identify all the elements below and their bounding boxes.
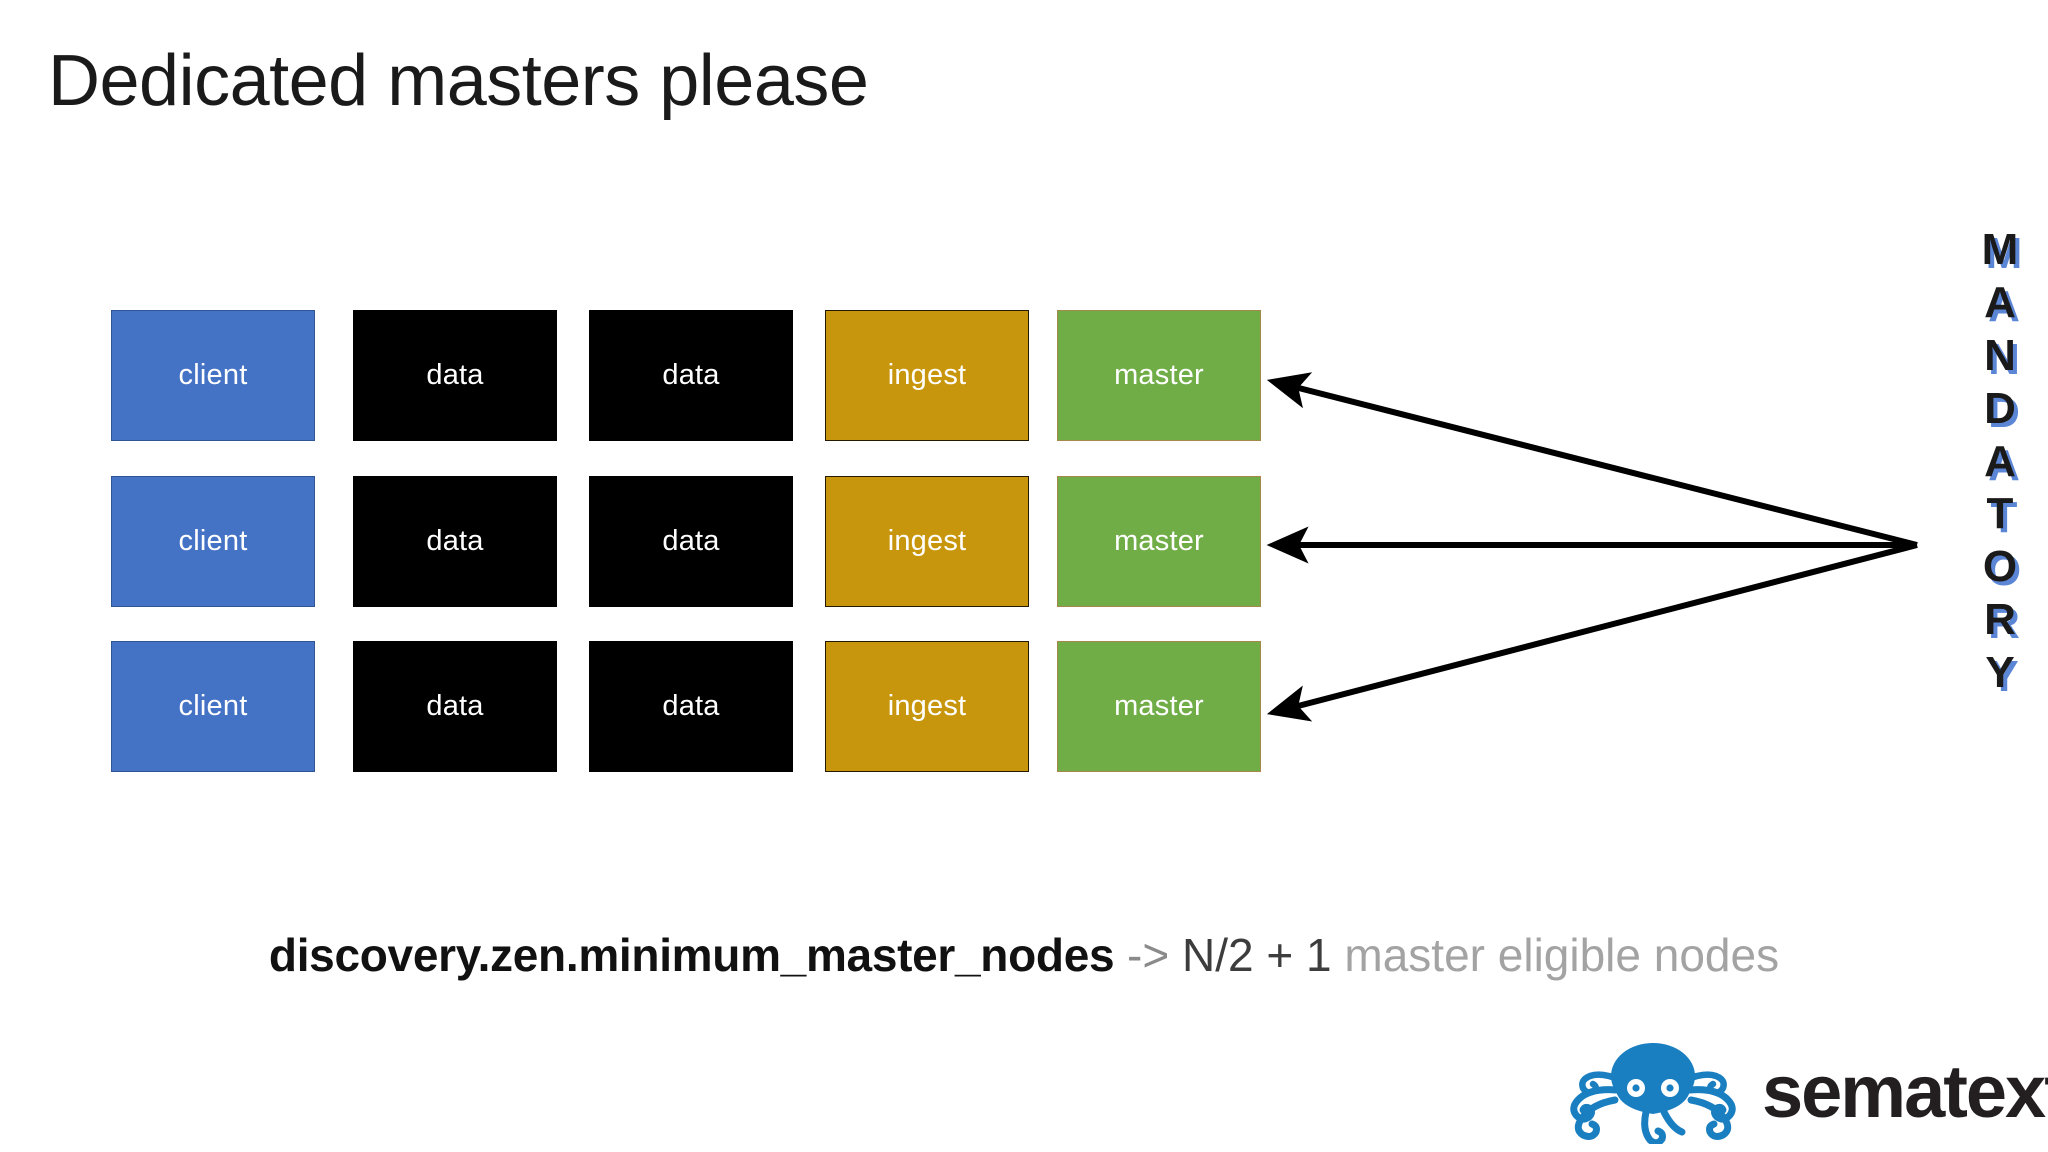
caption-formula: N/2 + 1 (1182, 929, 1332, 981)
mandatory-letter-5: T (1986, 489, 2014, 539)
node-client-row-3: client (111, 641, 315, 772)
node-ingest-row-2: ingest (825, 476, 1029, 607)
node-label: data (426, 690, 484, 722)
logo-wordmark: sematext (1762, 1050, 2048, 1133)
node-master-row-2: master (1057, 476, 1261, 607)
node-data-row-2-col-1: data (353, 476, 557, 607)
node-data-row-3-col-2: data (589, 641, 793, 772)
node-label: ingest (887, 359, 967, 391)
caption-setting: discovery.zen.minimum_master_nodes (268, 929, 1115, 981)
caption: discovery.zen.minimum_master_nodes -> N/… (0, 928, 2048, 983)
node-data-row-1-col-1: data (353, 310, 557, 441)
sematext-logo: sematext (1558, 1040, 2048, 1144)
mandatory-letter-8: Y (1985, 648, 2015, 697)
node-label: client (178, 525, 248, 557)
node-label: data (662, 525, 720, 557)
node-data-row-3-col-1: data (353, 641, 557, 772)
node-client-row-1: client (111, 310, 315, 441)
node-label: master (1114, 690, 1204, 722)
node-label: data (426, 525, 484, 557)
node-ingest-row-1: ingest (825, 310, 1029, 441)
node-master-row-3: master (1057, 641, 1261, 772)
node-ingest-row-3: ingest (825, 641, 1029, 772)
node-data-row-2-col-2: data (589, 476, 793, 607)
node-label: data (662, 359, 720, 391)
node-data-row-1-col-2: data (589, 310, 793, 441)
node-client-row-2: client (111, 476, 315, 607)
node-master-row-1: master (1057, 310, 1261, 441)
node-label: data (426, 359, 484, 391)
mandatory-letter-6: O (1982, 542, 2018, 592)
node-label: client (178, 690, 248, 722)
node-label: master (1114, 359, 1204, 391)
node-label: data (662, 690, 720, 722)
mandatory-letter-3: D (1984, 383, 2016, 433)
caption-suffix: master eligible nodes (1331, 929, 1780, 981)
octopus-icon (1570, 1043, 1736, 1144)
mandatory-letter-2: N (1984, 330, 2016, 380)
mandatory-letter-0: M (1981, 225, 2019, 274)
page-title: Dedicated masters please (48, 41, 869, 121)
node-label: ingest (887, 525, 967, 557)
mandatory-label: M A N D A T O R Y (1955, 225, 2045, 697)
node-label: client (178, 359, 248, 391)
mandatory-letter-7: R (1984, 595, 2016, 645)
node-label: master (1114, 525, 1204, 557)
mandatory-letter-1: A (1984, 277, 2016, 327)
caption-arrow: -> (1114, 929, 1183, 981)
mandatory-letter-4: A (1984, 436, 2016, 486)
node-label: ingest (887, 690, 967, 722)
